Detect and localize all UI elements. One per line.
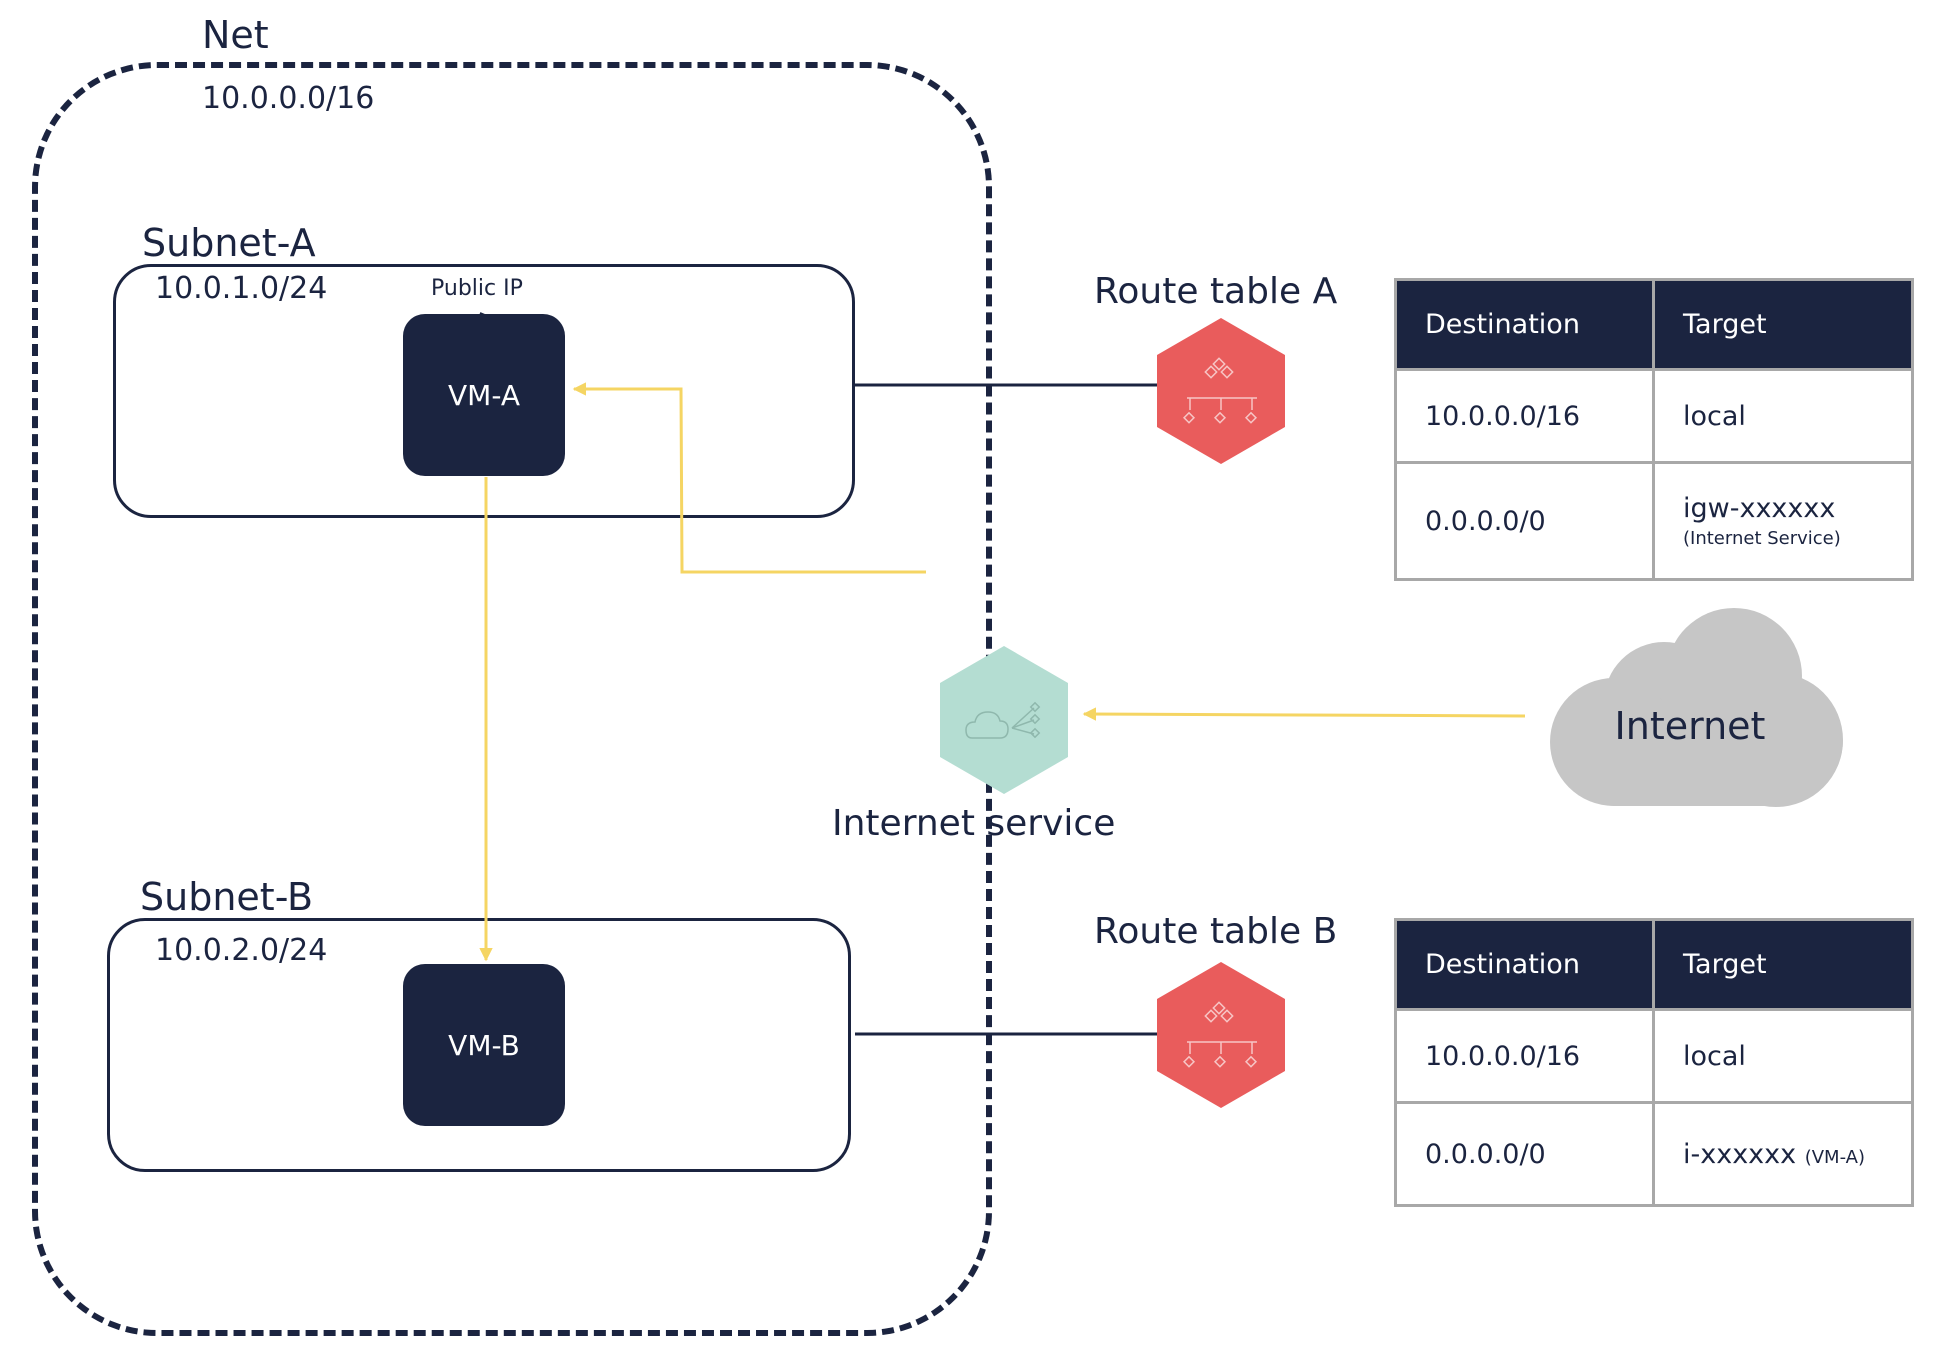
subnet-b-cidr: 10.0.2.0/24 — [155, 933, 328, 968]
subnet-a-cidr: 10.0.1.0/24 — [155, 271, 328, 306]
net-cidr: 10.0.0.0/16 — [202, 81, 375, 116]
subnet-b-title: Subnet-B — [140, 875, 314, 919]
table-header-row: Destination Target — [1394, 918, 1914, 1011]
column-header-target: Target — [1652, 278, 1914, 371]
route-table-b-title: Route table B — [1094, 911, 1338, 952]
cell-target: i-xxxxxx — [1683, 1138, 1797, 1170]
public-ip-marker — [479, 312, 493, 319]
internet-label: Internet — [1614, 704, 1766, 748]
vm-a-label: VM-A — [448, 378, 520, 412]
subnet-b-box — [107, 918, 851, 1172]
cell-target-note: (VM-A) — [1804, 1146, 1866, 1168]
flow-internet-to-internet-service — [1082, 707, 1526, 721]
column-header-destination: Destination — [1394, 278, 1655, 371]
cell-target: local — [1652, 1008, 1914, 1104]
flow-internet-service-to-vm-a — [572, 382, 926, 574]
cell-target-with-note: igw-xxxxxx (Internet Service) — [1652, 461, 1914, 581]
internet-service-icon — [940, 646, 1068, 794]
cell-destination: 0.0.0.0/0 — [1394, 1101, 1655, 1207]
route-table-a-icon — [1157, 318, 1285, 464]
net-title: Net — [202, 13, 269, 57]
table-row: 10.0.0.0/16 local — [1394, 368, 1914, 464]
cell-target-with-note: i-xxxxxx (VM-A) — [1652, 1101, 1914, 1207]
vm-b-label: VM-B — [448, 1028, 520, 1062]
subnet-a-title: Subnet-A — [142, 221, 316, 265]
column-header-destination: Destination — [1394, 918, 1655, 1011]
subnet-a-box — [113, 264, 855, 518]
route-table-a: Destination Target 10.0.0.0/16 local 0.0… — [1394, 278, 1914, 581]
table-header-row: Destination Target — [1394, 278, 1914, 371]
table-row: 10.0.0.0/16 local — [1394, 1008, 1914, 1104]
vm-a-node[interactable]: VM-A — [403, 314, 565, 476]
cell-target: igw-xxxxxx — [1683, 493, 1836, 524]
route-table-b-icon — [1157, 962, 1285, 1108]
cell-destination: 10.0.0.0/16 — [1394, 1008, 1655, 1104]
internet-service-label: Internet service — [832, 803, 1116, 844]
vm-b-node[interactable]: VM-B — [403, 964, 565, 1126]
route-table-b: Destination Target 10.0.0.0/16 local 0.0… — [1394, 918, 1914, 1207]
public-ip-label: Public IP — [431, 276, 523, 301]
cell-target-note: (Internet Service) — [1683, 528, 1841, 549]
table-row: 0.0.0.0/0 i-xxxxxx (VM-A) — [1394, 1101, 1914, 1207]
route-table-a-title: Route table A — [1094, 271, 1338, 312]
column-header-target: Target — [1652, 918, 1914, 1011]
cell-target: local — [1652, 368, 1914, 464]
cell-destination: 10.0.0.0/16 — [1394, 368, 1655, 464]
table-row: 0.0.0.0/0 igw-xxxxxx (Internet Service) — [1394, 461, 1914, 581]
cell-destination: 0.0.0.0/0 — [1394, 461, 1655, 581]
